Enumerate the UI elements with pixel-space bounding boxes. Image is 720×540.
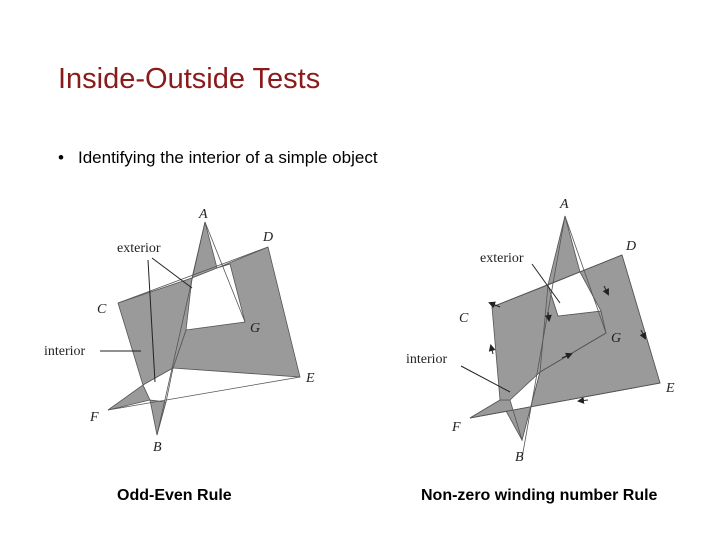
exterior-leader-line: [531, 263, 561, 304]
vertex-label-e: E: [305, 371, 315, 386]
vertex-label-a: A: [198, 207, 208, 222]
bullet-item: • Identifying the interior of a simple ob…: [58, 148, 378, 168]
bullet-text: Identifying the interior of a simple obj…: [78, 148, 378, 167]
vertex-label-d: D: [262, 230, 273, 245]
exterior-leader-line: [147, 259, 156, 383]
direction-arrow-icon: [488, 301, 501, 309]
exterior-leader-line: [151, 257, 193, 289]
vertex-label-f: F: [451, 420, 461, 435]
nonzero-polygon: [469, 215, 661, 459]
vertex-label-c: C: [459, 311, 469, 326]
nonzero-winding-caption: Non-zero winding number Rule: [421, 487, 658, 504]
vertex-label-b: B: [515, 450, 524, 465]
odd-even-caption: Odd-Even Rule: [117, 487, 232, 504]
direction-arrow-icon: [577, 396, 589, 404]
exterior-label: exterior: [117, 241, 161, 256]
exterior-label: exterior: [480, 251, 524, 266]
odd-even-polygon: [107, 221, 301, 436]
vertex-label-c: C: [97, 302, 107, 317]
vertex-label-a: A: [559, 197, 569, 212]
direction-arrow-icon: [488, 344, 496, 355]
vertex-label-f: F: [89, 410, 99, 425]
vertex-label-g: G: [611, 331, 621, 346]
direction-arrow-icon: [544, 311, 552, 322]
vertex-label-b: B: [153, 440, 162, 455]
slide-title: Inside-Outside Tests: [58, 63, 321, 95]
interior-label: interior: [44, 344, 86, 359]
bullet-icon: •: [58, 148, 64, 167]
direction-arrow-icon: [602, 285, 609, 296]
interior-label: interior: [406, 352, 448, 367]
vertex-label-d: D: [625, 239, 636, 254]
vertex-label-e: E: [665, 381, 675, 396]
vertex-label-g: G: [250, 321, 260, 336]
interior-leader-line: [460, 365, 511, 393]
direction-arrow-icon: [639, 329, 646, 340]
direction-arrow-icon: [561, 352, 573, 360]
